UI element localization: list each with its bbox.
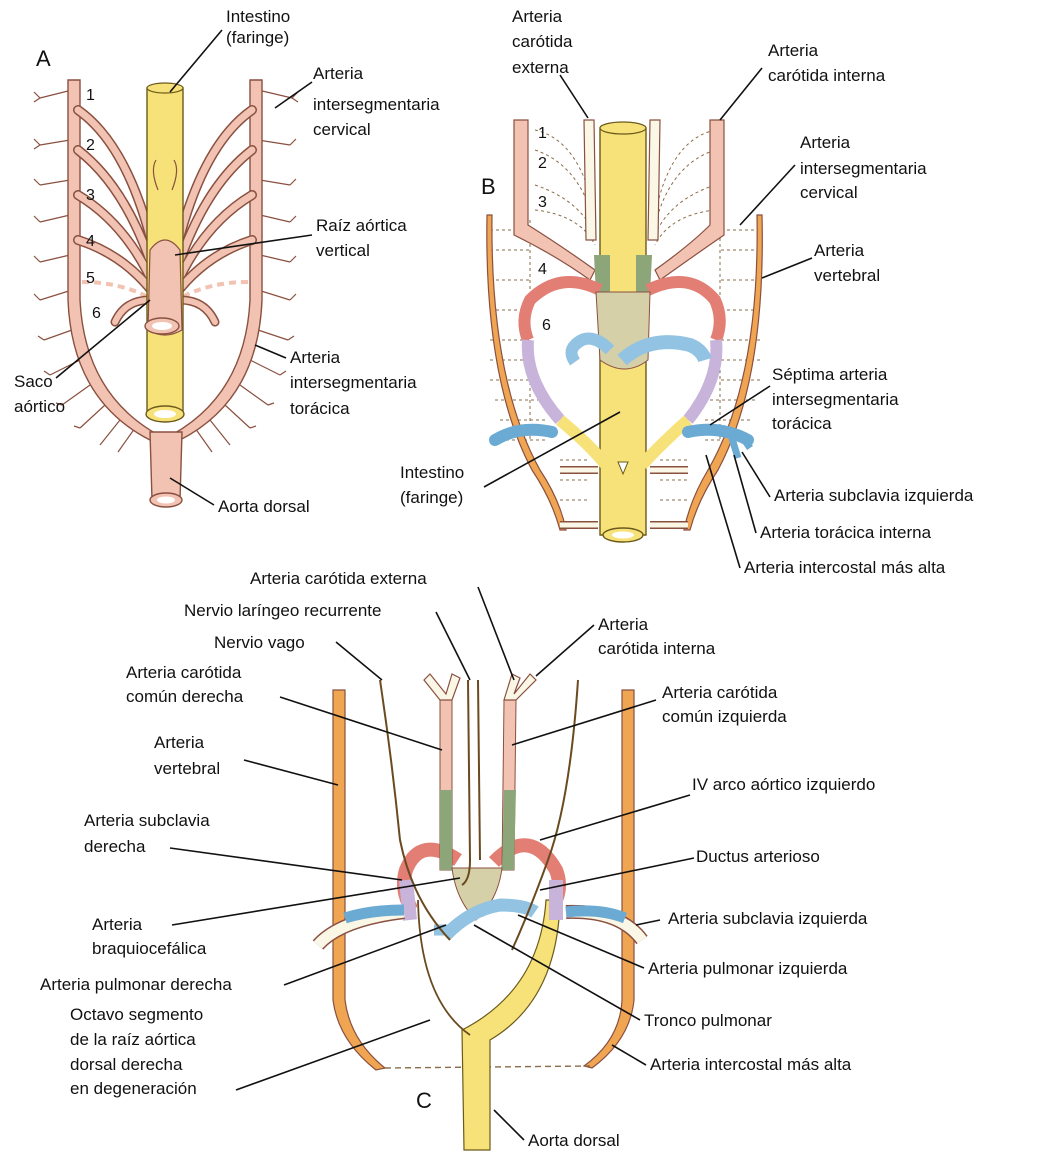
panel-c-letter: C <box>416 1088 432 1113</box>
panel-c-pulmonary-trunk <box>446 905 535 935</box>
panel-c: C Arteria carótida externa Nervio laríng… <box>40 569 875 1150</box>
panel-b-arch-num-3: 3 <box>538 194 547 211</box>
panel-c-label-tronco: Tronco pulmonar <box>644 1011 772 1030</box>
panel-a-arch-num-3: 3 <box>86 187 95 204</box>
panel-b-label-inter-cerv-2: intersegmentaria <box>800 159 927 178</box>
panel-c-label-cci-2: común izquierda <box>662 707 787 726</box>
panel-b-left-int-carotid <box>514 120 595 280</box>
panel-c-label-iv-arco: IV arco aórtico izquierdo <box>692 775 875 794</box>
panel-a-label-inter-tor-1: Arteria <box>290 348 341 367</box>
panel-b-label-car-int-1: Arteria <box>768 41 819 60</box>
panel-a-arch-num-1: 1 <box>86 87 95 104</box>
panel-b-label-vertebral-2: vertebral <box>814 266 880 285</box>
panel-a: 1 2 3 4 5 6 A Intestino (faringe) Arteri… <box>14 7 440 516</box>
panel-a-label-raiz-2: vertical <box>316 241 370 260</box>
panel-c-dorsal-aorta <box>462 900 560 1150</box>
panel-b-label-septima-3: torácica <box>772 414 832 433</box>
panel-a-label-inter-cerv-3: cervical <box>313 120 371 139</box>
panel-b-left-root-yellow <box>560 420 606 465</box>
panel-c-label-braquio-2: braquiocefálica <box>92 939 207 958</box>
panel-a-label-inter-cerv-2: intersegmentaria <box>313 95 440 114</box>
panel-c-laryngeal-nerve <box>462 680 480 885</box>
panel-b-label-inter-cerv-1: Arteria <box>800 133 851 152</box>
panel-b-label-car-ext-3: externa <box>512 58 569 77</box>
panel-b-label-toracica-int: Arteria torácica interna <box>760 523 932 542</box>
panel-a-label-inter-tor-2: intersegmentaria <box>290 373 417 392</box>
panel-b-label-vertebral-1: Arteria <box>814 241 865 260</box>
panel-c-label-subclavia-der-1: Arteria subclavia <box>84 811 210 830</box>
panel-c-label-car-int-1: Arteria <box>598 615 649 634</box>
panel-b-label-septima-2: intersegmentaria <box>772 390 899 409</box>
panel-b-arch-num-2: 2 <box>538 155 547 172</box>
panel-b-letter: B <box>481 174 496 199</box>
panel-b-label-car-int-2: carótida interna <box>768 66 886 85</box>
panel-a-arch-num-5: 5 <box>86 270 95 287</box>
panel-b-pulmonary-right <box>622 342 705 360</box>
panel-c-label-octavo-3: dorsal derecha <box>70 1055 183 1074</box>
panel-c-label-cci-1: Arteria carótida <box>662 683 778 702</box>
panel-b-right-int-carotid <box>655 120 724 280</box>
panel-a-intersegmental-right <box>195 90 298 452</box>
panel-c-right-vertebral <box>333 690 385 1070</box>
panel-a-label-inter-cerv-1: Arteria <box>313 64 364 83</box>
panel-c-label-pulm-izq: Arteria pulmonar izquierda <box>648 959 848 978</box>
panel-c-label-laringeo: Nervio laríngeo recurrente <box>184 601 381 620</box>
panel-b-right-vertebral <box>684 215 762 530</box>
panel-c-label-aorta-dorsal: Aorta dorsal <box>528 1131 620 1150</box>
panel-b-arch-num-4: 4 <box>538 261 547 278</box>
panel-a-label-saco-2: aórtico <box>14 397 65 416</box>
panel-b-arch-4-right <box>648 282 720 340</box>
panel-c-label-subclavia-izq: Arteria subclavia izquierda <box>668 909 868 928</box>
panel-a-letter: A <box>36 46 51 71</box>
panel-c-right-int-carotid <box>424 674 460 700</box>
panel-b: 1 2 3 4 6 B Arteria carótida externa Art… <box>400 7 974 577</box>
panel-c-label-pulm-der: Arteria pulmonar derecha <box>40 975 232 994</box>
panel-c-label-vertebral-2: vertebral <box>154 759 220 778</box>
panel-b-left-root-lilac <box>528 340 560 420</box>
panel-b-right-ext-carotid <box>648 120 660 240</box>
panel-a-arch-num-2: 2 <box>86 137 95 154</box>
panel-a-label-raiz-1: Raíz aórtica <box>316 216 407 235</box>
panel-b-arch-num-1: 1 <box>538 125 547 142</box>
panel-c-label-intercostal: Arteria intercostal más alta <box>650 1055 852 1074</box>
panel-c-label-vertebral-1: Arteria <box>154 733 205 752</box>
panel-b-label-intercostal: Arteria intercostal más alta <box>744 558 946 577</box>
panel-b-label-septima-1: Séptima arteria <box>772 365 888 384</box>
panel-c-label-vago: Nervio vago <box>214 633 305 652</box>
panel-b-label-intestino-2: (faringe) <box>400 488 463 507</box>
panel-a-arch-num-6: 6 <box>92 305 101 322</box>
panel-a-label-aorta-dorsal: Aorta dorsal <box>218 497 310 516</box>
panel-c-left-int-carotid <box>504 674 536 700</box>
panel-a-label-inter-tor-3: torácica <box>290 399 350 418</box>
panel-c-label-ccd-2: común derecha <box>126 687 244 706</box>
panel-c-label-octavo-1: Octavo segmento <box>70 1005 203 1024</box>
panel-b-right-subclavian <box>688 430 748 440</box>
panel-a-dorsal-aorta <box>150 432 182 500</box>
panel-b-label-intestino-1: Intestino <box>400 463 464 482</box>
panel-c-label-car-ext: Arteria carótida externa <box>250 569 427 588</box>
panel-a-arch-num-4: 4 <box>86 233 95 250</box>
panel-b-left-ext-carotid <box>584 120 596 240</box>
panel-a-label-intestino-1: Intestino <box>226 7 290 26</box>
panel-c-label-car-int-2: carótida interna <box>598 639 716 658</box>
panel-c-label-braquio-1: Arteria <box>92 915 143 934</box>
panel-c-label-ccd-1: Arteria carótida <box>126 663 242 682</box>
panel-b-arch-4-left <box>524 282 600 340</box>
panel-c-label-octavo-4: en degeneración <box>70 1079 197 1098</box>
panel-b-label-inter-cerv-3: cervical <box>800 183 858 202</box>
panel-b-right-root-yellow <box>642 420 688 465</box>
panel-c-label-ductus: Ductus arterioso <box>696 847 820 866</box>
panel-a-label-saco-1: Saco <box>14 372 53 391</box>
panel-b-label-car-ext-2: carótida <box>512 32 573 51</box>
panel-a-label-intestino-2: (faringe) <box>226 28 289 47</box>
panel-c-label-octavo-2: de la raíz aórtica <box>70 1030 196 1049</box>
panel-b-label-car-ext-1: Arteria <box>512 7 563 26</box>
panel-c-label-subclavia-der-2: derecha <box>84 837 146 856</box>
panel-b-arch-num-6: 6 <box>542 317 551 334</box>
panel-b-label-subclavia-izq: Arteria subclavia izquierda <box>774 486 974 505</box>
